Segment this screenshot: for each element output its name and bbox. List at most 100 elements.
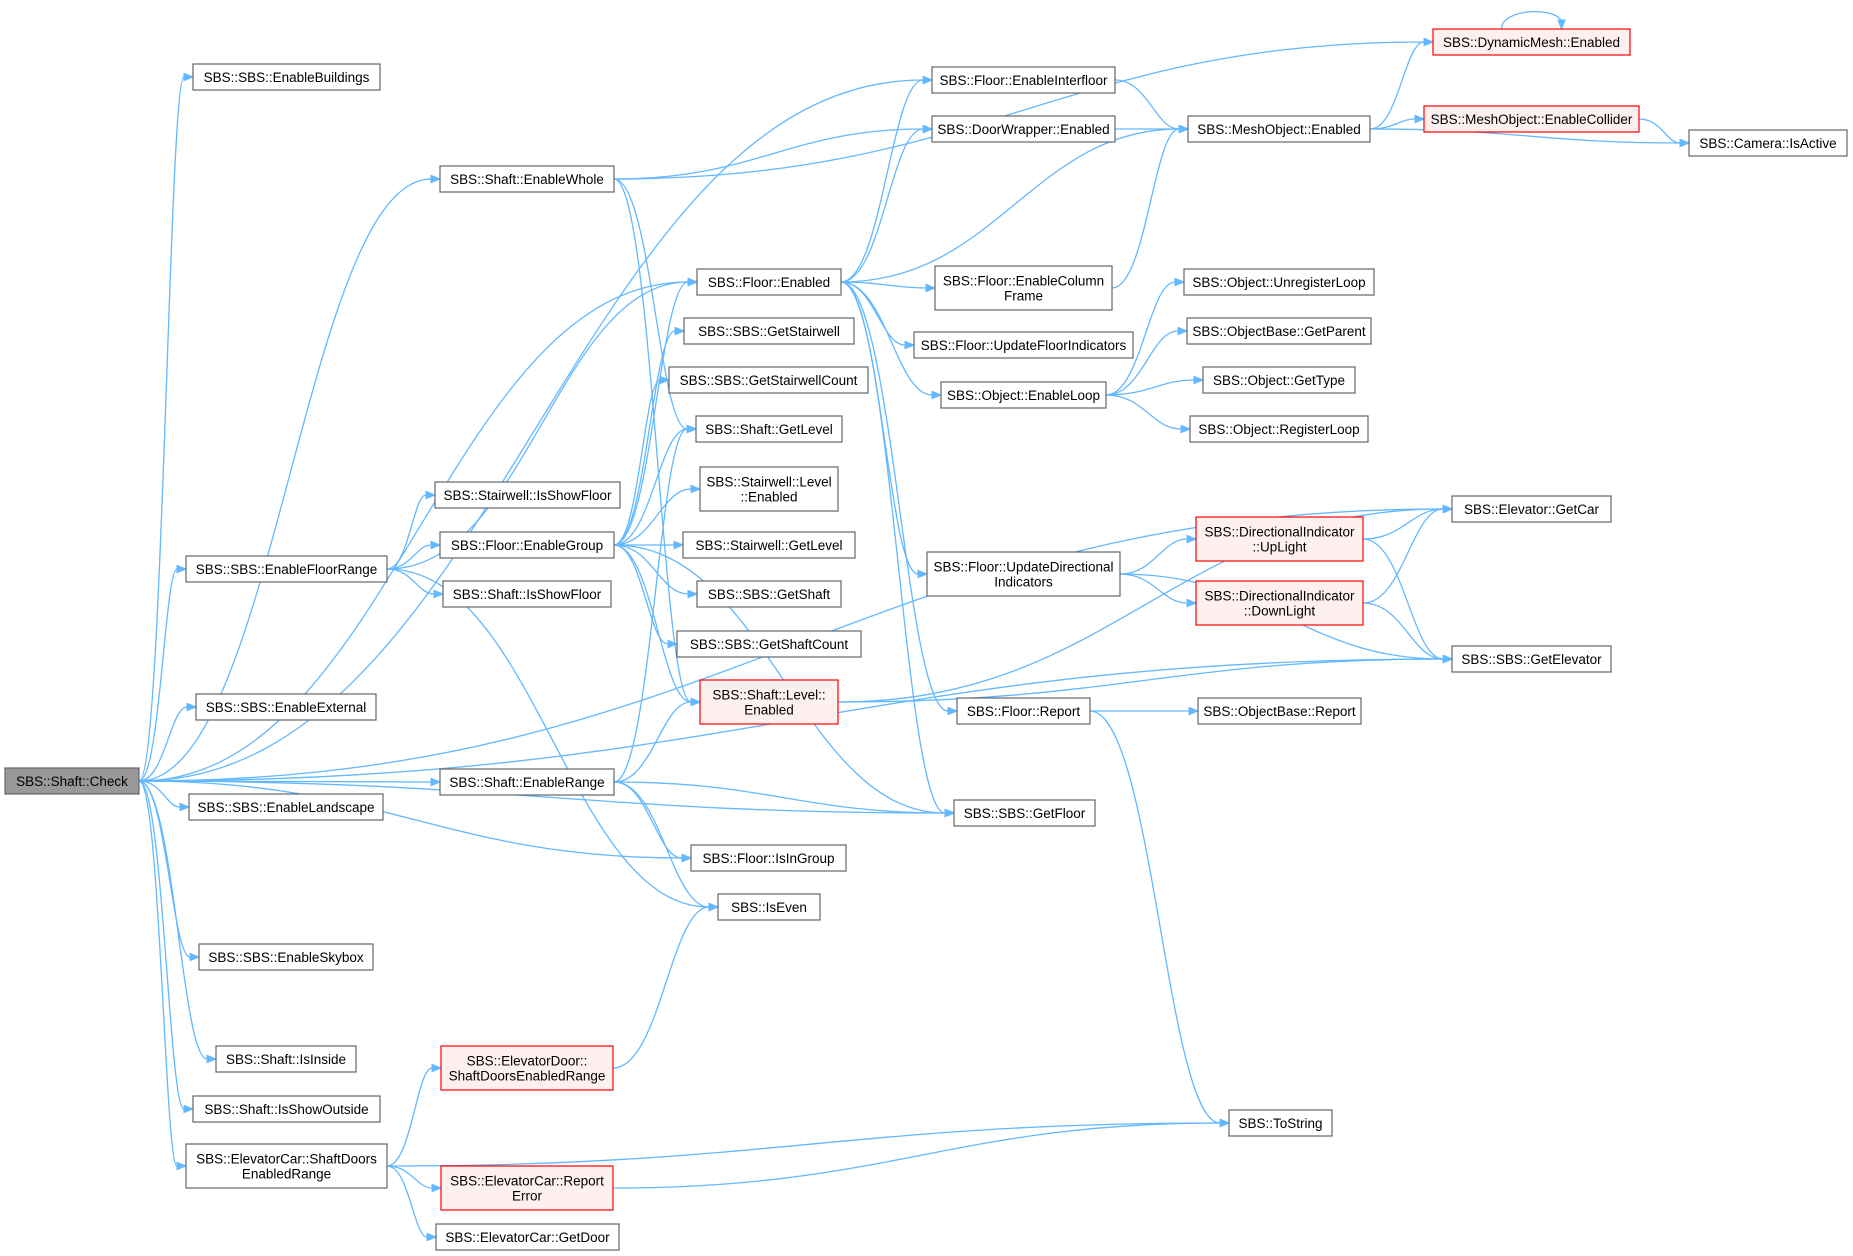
node-floorreport[interactable]: SBS::Floor::Report [956,697,1091,725]
edge-line [138,281,689,782]
node-objectgettype[interactable]: SBS::Object::GetType [1202,366,1356,394]
node-getdoor[interactable]: SBS::ElevatorCar::GetDoor [435,1223,620,1251]
node-enablelandscape[interactable]: SBS::SBS::EnableLandscape [188,793,384,821]
edge-line [386,494,427,570]
node-floorenabled[interactable]: SBS::Floor::Enabled [696,268,842,296]
node-iseven[interactable]: SBS::IsEven [717,893,821,921]
node-label: SBS::SBS::EnableSkybox [208,950,364,965]
edge-floorenablegroup-to-getshaftcount [613,544,679,649]
node-label: SBS::Shaft::IsShowFloor [453,587,602,602]
edge-floorenabled-to-floorenableinterfloor [840,75,934,283]
node-stairwellisshowfloor[interactable]: SBS::Stairwell::IsShowFloor [434,481,621,509]
edge-line [613,281,689,546]
node-shaftisshowfloor[interactable]: SBS::Shaft::IsShowFloor [442,580,612,608]
edge-line [1500,11,1563,30]
edge-line [613,544,692,703]
node-box [668,366,869,394]
edge-check-to-enableexternal [138,702,198,782]
node-box [699,679,839,725]
edge-line [1119,538,1188,575]
node-isshowoutside[interactable]: SBS::Shaft::IsShowOutside [192,1095,381,1123]
edge-floorreport-to-tostring [1089,710,1231,1128]
node-floorisingroup[interactable]: SBS::Floor::IsInGroup [690,844,847,872]
node-meshobjectenabled[interactable]: SBS::MeshObject::Enabled [1187,115,1371,143]
node-shaftdoorsrange[interactable]: SBS::ElevatorCar::ShaftDoorsEnabledRange [185,1143,388,1189]
edge-arrowhead [944,808,956,818]
edge-line [386,1122,1221,1167]
edge-arrowhead [1414,114,1426,124]
node-getstairwellcount[interactable]: SBS::SBS::GetStairwellCount [668,366,869,394]
node-floorupdatefloorindicators[interactable]: SBS::Floor::UpdateFloorIndicators [913,331,1134,359]
edge-line [613,488,692,546]
node-check[interactable]: SBS::Shaft::Check [4,767,140,795]
node-enablewhole[interactable]: SBS::Shaft::EnableWhole [439,165,615,193]
node-meshobjectenablecollider[interactable]: SBS::MeshObject::EnableCollider [1423,105,1640,133]
edge-line [138,780,208,1060]
edge-arrowhead [1178,124,1190,134]
edge-line [1105,281,1176,396]
node-floorenableinterfloor[interactable]: SBS::Floor::EnableInterfloor [931,66,1116,94]
edge-floorenablegroup-to-getshaft [613,544,699,599]
node-box [1432,28,1631,56]
node-shaftgetlevel[interactable]: SBS::Shaft::GetLevel [695,415,843,443]
node-label: SBS::DoorWrapper::Enabled [937,122,1109,137]
edge-arrowhead [431,1183,443,1193]
node-label: SBS::Shaft::EnableRange [449,775,604,790]
node-box [1195,516,1364,562]
edge-line [613,428,688,546]
node-elevdoorshaftdoors[interactable]: SBS::ElevatorDoor::ShaftDoorsEnabledRang… [440,1045,614,1091]
edge-arrowhead [925,283,937,293]
node-enablebuildings[interactable]: SBS::SBS::EnableBuildings [192,63,381,91]
edge-arrowhead [1174,277,1186,287]
node-floorenablegroup[interactable]: SBS::Floor::EnableGroup [439,531,615,559]
node-enableskybox[interactable]: SBS::SBS::EnableSkybox [198,943,374,971]
edge-arrowhead [183,72,195,82]
node-doorwrapperenabled[interactable]: SBS::DoorWrapper::Enabled [931,115,1116,143]
node-enableexternal[interactable]: SBS::SBS::EnableExternal [195,693,377,721]
node-stairwelllevelenabled[interactable]: SBS::Stairwell::Level::Enabled [699,466,839,512]
node-label: SBS::ToString [1238,1116,1322,1131]
node-isinside[interactable]: SBS::Shaft::IsInside [215,1045,357,1073]
edge-line [1105,394,1182,430]
edge-floorenabled-to-doorwrapperenabled [840,124,934,283]
edge-arrowhead [176,564,188,574]
edge-line [613,701,692,783]
node-getfloor[interactable]: SBS::SBS::GetFloor [953,799,1096,827]
node-box [1183,268,1375,296]
node-objectbasereport[interactable]: SBS::ObjectBase::Report [1197,697,1362,725]
node-enablerange[interactable]: SBS::Shaft::EnableRange [439,768,615,796]
node-getelevator[interactable]: SBS::SBS::GetElevator [1451,645,1612,673]
edge-floorenabled-to-getfloor [840,281,956,818]
edge-line [138,79,924,782]
edge-enablefloorrange-to-iseven [386,568,720,912]
edge-check-to-enablelandscape [138,780,191,812]
node-elevatorgetcar[interactable]: SBS::Elevator::GetCar [1451,495,1612,523]
node-objectregisterloop[interactable]: SBS::Object::RegisterLoop [1189,415,1369,443]
node-objectbasegetparent[interactable]: SBS::ObjectBase::GetParent [1186,317,1372,345]
edge-line [613,178,692,703]
node-dirinduplight[interactable]: SBS::DirectionalIndicator::UpLight [1195,516,1364,562]
edge-line [138,76,185,782]
node-tostring[interactable]: SBS::ToString [1228,1109,1333,1137]
node-box [1186,317,1372,345]
node-getstairwell[interactable]: SBS::SBS::GetStairwell [683,317,855,345]
edge-arrowhead [931,390,943,400]
node-getshaftcount[interactable]: SBS::SBS::GetShaftCount [676,630,862,658]
node-objectenableloop[interactable]: SBS::Object::EnableLoop [940,381,1107,409]
node-enablefloorrange[interactable]: SBS::SBS::EnableFloorRange [185,555,388,583]
edge-dirinduplight-to-getelevator [1362,538,1454,664]
node-dirinddownlight[interactable]: SBS::DirectionalIndicator::DownLight [1195,580,1364,626]
edge-line [840,79,924,283]
node-dynamicmeshenabled[interactable]: SBS::DynamicMesh::Enabled [1432,28,1631,56]
node-box [1202,366,1356,394]
node-stairwellgetlevel[interactable]: SBS::Stairwell::GetLevel [682,531,856,559]
node-box [690,844,847,872]
node-objectunregisterloop[interactable]: SBS::Object::UnregisterLoop [1183,268,1375,296]
node-shaftlevelenabled[interactable]: SBS::Shaft::Level::Enabled [699,679,839,725]
node-cameraisactive[interactable]: SBS::Camera::IsActive [1688,129,1848,157]
node-getshaft[interactable]: SBS::SBS::GetShaft [696,580,842,608]
edge-floorenabled-to-floorenablecolumnframe [840,281,937,293]
